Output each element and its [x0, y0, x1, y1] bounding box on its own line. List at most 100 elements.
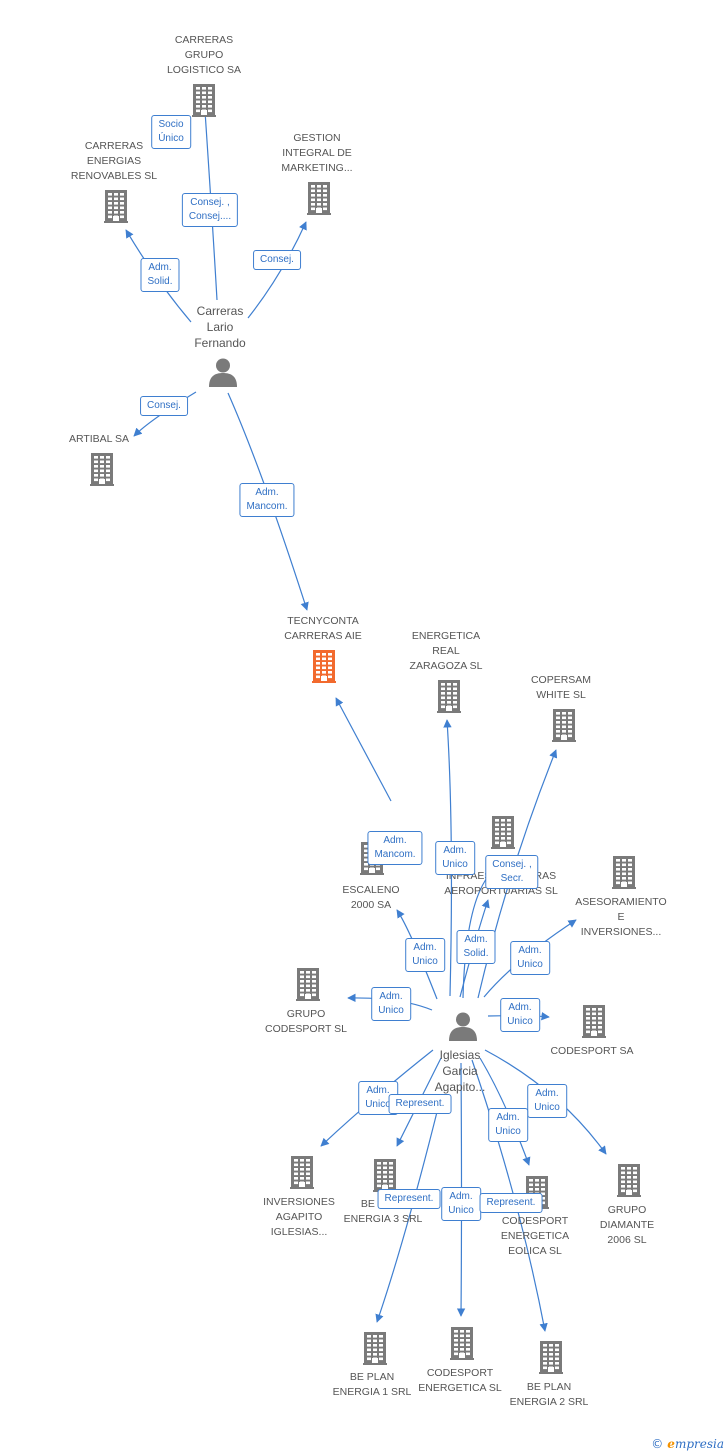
building-icon[interactable] [617, 1164, 641, 1202]
node-label-line: ENERGIA 3 SRL [343, 1213, 423, 1225]
copyright-mark: © [651, 1437, 664, 1451]
relation-label-line: Solid. [147, 276, 173, 287]
node-label-line: REAL [432, 645, 460, 657]
relation-edge [247, 221, 307, 319]
building-icon[interactable] [552, 709, 576, 747]
building-icon[interactable] [290, 1156, 314, 1194]
relation-edge [375, 1107, 439, 1323]
node-label-line: 2006 SL [607, 1234, 647, 1246]
node-label-line: CARRERAS [174, 34, 234, 46]
relation-label[interactable]: Adm. Solid. [140, 258, 180, 292]
relation-label-line: Adm. [148, 262, 172, 273]
building-icon[interactable] [104, 190, 128, 228]
node-label-line: Agapito... [434, 1080, 486, 1094]
building-icon[interactable] [192, 84, 216, 122]
node-label-line: CODESPORT [426, 1367, 494, 1379]
relation-label[interactable]: Consej. ,Secr. [485, 855, 539, 889]
node-label-line: 2000 SA [350, 899, 392, 911]
node-label-line: EOLICA SL [508, 1245, 562, 1257]
relation-label[interactable]: Adm.Solid. [456, 930, 496, 964]
relation-label[interactable]: Represent. [388, 1094, 452, 1114]
node-label-line: INVERSIONES [263, 1196, 335, 1208]
building-icon[interactable] [612, 856, 636, 894]
node-label-line: IGLESIAS... [270, 1226, 328, 1238]
company-name[interactable]: ENERGETICA REAL ZARAGOZA SL [410, 629, 483, 674]
relation-label-line: Unico [534, 1102, 560, 1113]
node-label-line: ENERGIA 2 SRL [509, 1396, 589, 1408]
node-label-line: LOGISTICO SA [166, 64, 242, 76]
relation-label[interactable]: Consej. [140, 396, 188, 416]
node-label-line: ARTIBAL SA [68, 433, 130, 445]
relation-label-line: Represent. [384, 1193, 434, 1204]
node-label-line: ENERGETICA SL [418, 1382, 502, 1394]
relation-label[interactable]: Adm.Unico [488, 1108, 528, 1142]
relation-label[interactable]: Represent. [479, 1193, 543, 1213]
relation-label-line: Adm. [496, 1112, 520, 1123]
relation-label-line: Unico [365, 1099, 391, 1110]
relation-label-line: Consej. , [190, 197, 230, 208]
relation-label[interactable]: Adm.Unico [441, 1187, 481, 1221]
relation-label[interactable]: Adm.Unico [527, 1084, 567, 1118]
relation-label[interactable]: Consej. ,Consej.... [181, 193, 239, 227]
building-icon[interactable] [90, 453, 114, 491]
node-label-line: DIAMANTE [599, 1219, 655, 1231]
person-icon[interactable] [208, 357, 238, 392]
building-icon[interactable] [437, 680, 461, 718]
node-label-line: CODESPORT SA [550, 1045, 634, 1057]
brand-name: mpresia [674, 1437, 724, 1451]
relation-label[interactable]: Adm.Unico [405, 938, 445, 972]
relation-label[interactable]: Adm.Unico [510, 941, 550, 975]
relation-label[interactable]: Adm.Unico [371, 987, 411, 1021]
relation-label-line: Socio [158, 119, 184, 130]
building-icon[interactable] [307, 182, 331, 220]
building-icon[interactable] [582, 1005, 606, 1043]
node-label-line: INTEGRAL DE [282, 147, 352, 159]
node-label-line: ENERGIA 1 SRL [332, 1386, 412, 1398]
company-name[interactable]: CODESPORT ENERGETICA SL [418, 1366, 501, 1396]
relation-label[interactable]: Adm.Mancom. [239, 483, 295, 517]
building-icon[interactable] [539, 1341, 563, 1379]
building-icon[interactable] [491, 816, 515, 854]
focus-building-icon[interactable] [312, 650, 336, 688]
building-icon[interactable] [363, 1332, 387, 1370]
relation-label-line: Unico [448, 1205, 474, 1216]
building-icon[interactable] [296, 968, 320, 1006]
relation-label[interactable]: Represent. [377, 1189, 441, 1209]
node-label-line: TECNYCONTA [287, 615, 359, 627]
relation-label[interactable]: Adm.Unico [435, 841, 475, 875]
company-name[interactable]: CODESPORT SA [550, 1044, 633, 1059]
person-icon[interactable] [448, 1011, 478, 1046]
relation-label-line: Adm. [464, 934, 488, 945]
node-label-line: COPERSAM [530, 674, 592, 686]
company-name[interactable]: ARTIBAL SA [69, 432, 129, 447]
relation-label-line: Adm. [379, 991, 403, 1002]
node-label-line: Iglesias [439, 1048, 481, 1062]
node-label-line: CODESPORT [501, 1215, 569, 1227]
node-label-line: ZARAGOZA SL [409, 660, 483, 672]
relation-label[interactable]: Consej. [253, 250, 301, 270]
node-label-line: ENERGETICA [411, 630, 481, 642]
relation-label-line: Consej. [147, 400, 181, 411]
relation-label[interactable]: Adm.Unico [500, 998, 540, 1032]
relation-label-line: Adm. [255, 487, 279, 498]
relation-label-line: Adm. [413, 942, 437, 953]
relation-label[interactable]: Adm.Mancom. [367, 831, 423, 865]
node-label-line: INVERSIONES... [580, 926, 662, 938]
building-icon[interactable] [450, 1327, 474, 1365]
